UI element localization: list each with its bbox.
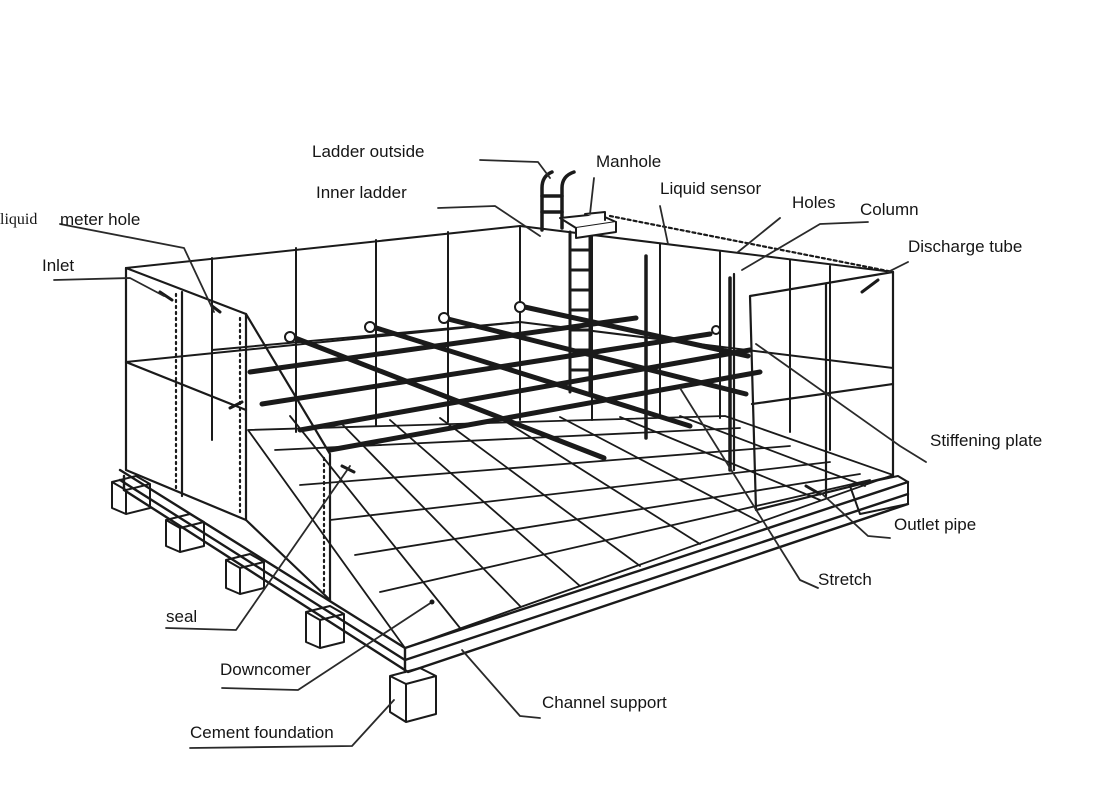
leader-lines [53, 159, 927, 749]
tank-front-left-wall [124, 266, 332, 602]
leader-stiffening-plate [755, 343, 927, 463]
label-meter-hole: meter hole [60, 210, 141, 229]
label-manhole: Manhole [596, 152, 662, 171]
leader-discharge-tube [887, 261, 909, 273]
leader-inlet [53, 277, 165, 297]
manhole [559, 211, 617, 239]
label-stretch: Stretch [818, 570, 872, 589]
downcomer-point [429, 599, 435, 605]
label-holes: Holes [792, 193, 836, 212]
label-inner-ladder: Inner ladder [316, 183, 407, 202]
label-outlet-pipe: Outlet pipe [894, 515, 977, 534]
leader-cement-foundation [189, 699, 395, 749]
leader-holes [737, 217, 781, 253]
leader-downcomer [221, 601, 433, 691]
label-ladder-outside: Ladder outside [312, 142, 425, 161]
label-seal: seal [166, 607, 198, 626]
stretch-joints [284, 301, 721, 343]
leader-stretch [679, 387, 819, 589]
column [644, 254, 732, 472]
meter-hole-fitting [210, 304, 222, 314]
leader-column [741, 221, 869, 271]
label-channel-support: Channel support [542, 693, 667, 712]
leader-meter-hole [59, 223, 215, 313]
inlet-fitting [158, 290, 174, 302]
label-discharge-tube: Discharge tube [908, 237, 1023, 256]
label-liquid: liquid [0, 211, 38, 228]
outlet-pipe-fitting [804, 484, 822, 496]
label-stiffening-plate: Stiffening plate [930, 431, 1043, 450]
inner-ladder [568, 230, 592, 394]
label-downcomer: Downcomer [220, 660, 311, 679]
leader-channel-support [461, 649, 541, 719]
label-liquid-sensor: Liquid sensor [660, 179, 762, 198]
leader-manhole [589, 177, 595, 215]
leader-inner-ladder [437, 205, 541, 237]
label-cement-foundation: Cement foundation [190, 723, 334, 742]
outside-ladder [540, 170, 576, 232]
label-inlet: Inlet [42, 256, 75, 275]
leader-outlet-pipe [819, 491, 891, 539]
leader-seal [165, 465, 351, 631]
tank-front-right-wall [732, 270, 895, 512]
leader-ladder-outside [479, 159, 551, 179]
label-column: Column [860, 200, 919, 219]
leader-liquid-sensor [659, 205, 669, 245]
internal-stretch-grid [247, 303, 763, 461]
roof-edge [608, 214, 895, 274]
discharge-tube-fitting [860, 278, 880, 294]
